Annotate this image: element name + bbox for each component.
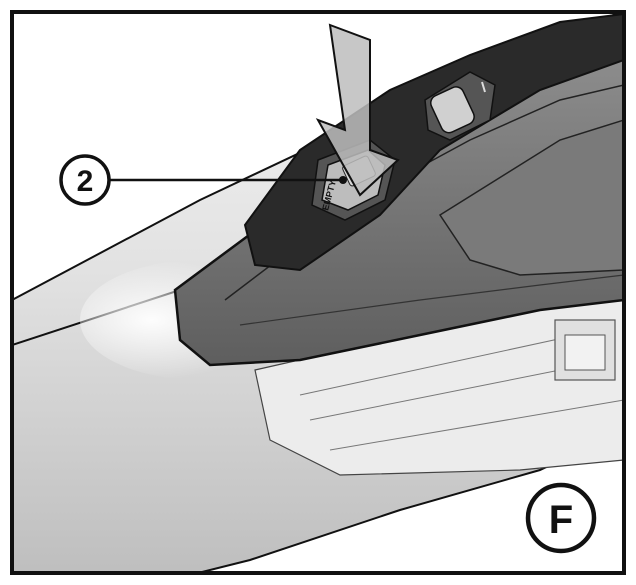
press-down-arrow-icon bbox=[315, 23, 400, 197]
canister-line-1 bbox=[299, 329, 601, 396]
canister-latch-inner bbox=[564, 334, 606, 371]
panel-letter: F bbox=[549, 498, 573, 542]
housing-contour-2 bbox=[239, 274, 624, 326]
panel-letter-circle bbox=[525, 482, 597, 554]
housing-side-panel bbox=[438, 119, 624, 276]
callout-number: 2 bbox=[77, 165, 94, 198]
canister-line-3 bbox=[329, 399, 624, 451]
callout-dot bbox=[339, 176, 347, 184]
power-slider-knob[interactable] bbox=[428, 84, 477, 135]
slider-tick bbox=[481, 81, 486, 93]
callout-circle bbox=[59, 154, 111, 206]
frame-border bbox=[10, 10, 626, 575]
